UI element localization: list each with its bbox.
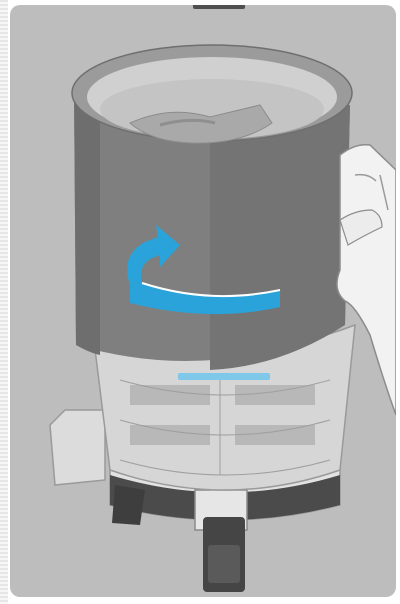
top-tab <box>193 5 245 9</box>
spout <box>50 410 105 485</box>
juicer-illustration <box>10 5 396 597</box>
alignment-indicator <box>178 373 270 380</box>
juicer-bowl <box>72 45 352 370</box>
illustration-frame <box>10 5 396 597</box>
edge-strip <box>0 0 8 604</box>
tap-lever <box>112 485 145 525</box>
